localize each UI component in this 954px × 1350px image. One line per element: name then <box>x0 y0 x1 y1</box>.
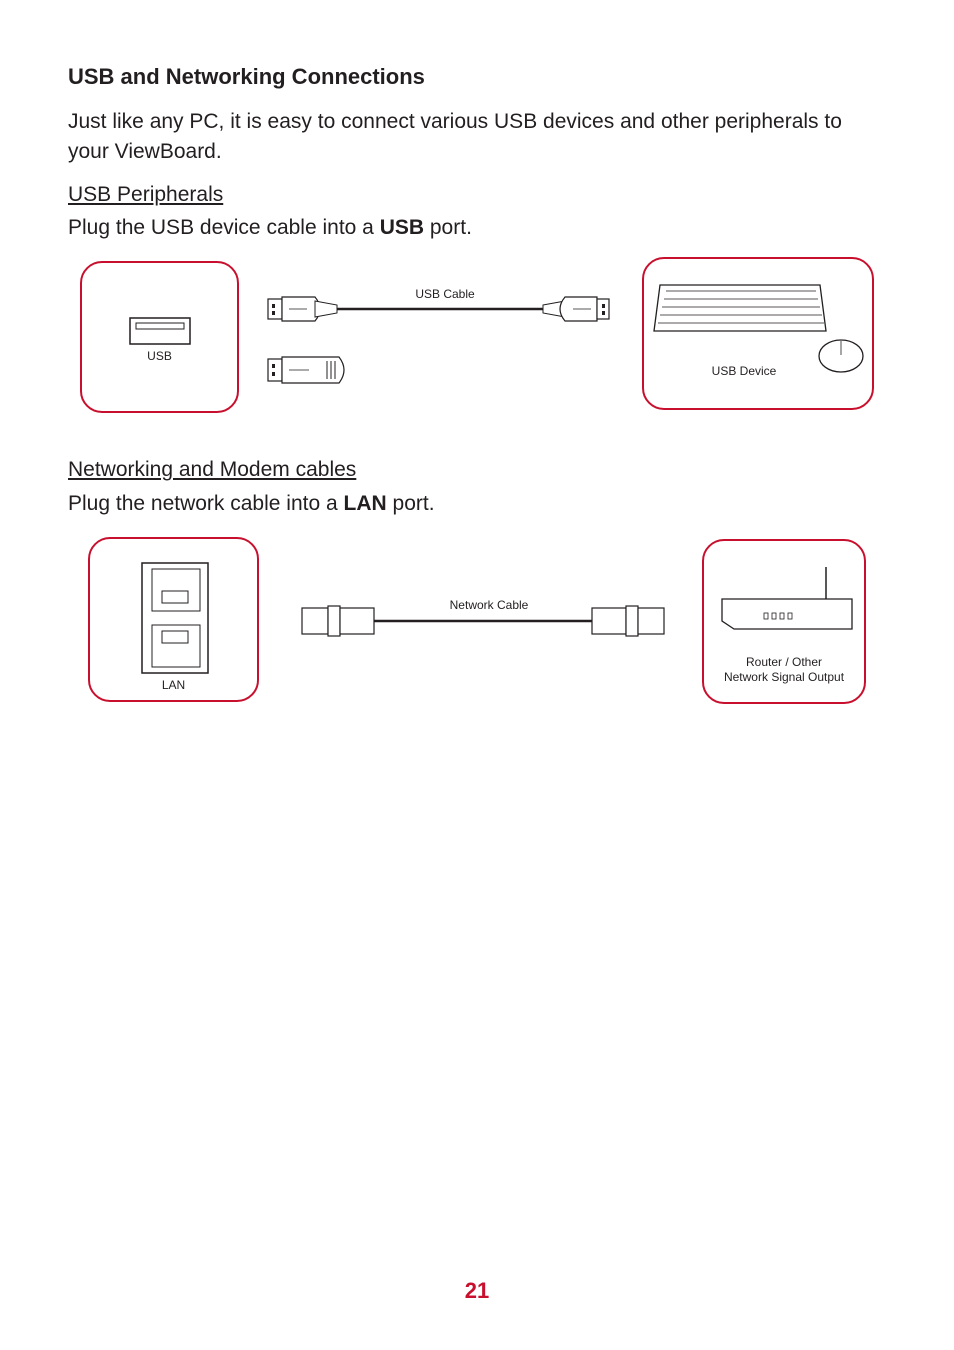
usb-port-label: USB <box>147 349 172 363</box>
router-label-line2: Network Signal Output <box>723 670 845 684</box>
page-number: 21 <box>464 1278 490 1303</box>
usb-port-icon <box>129 317 191 345</box>
page-title: USB and Networking Connections <box>68 64 425 89</box>
lan-instruction: Plug the network cable into a LAN port. <box>68 492 435 516</box>
router-icon <box>721 567 853 630</box>
lan-instruction-bold: LAN <box>343 492 387 515</box>
lan-instruction-text: Plug the network cable into a <box>68 492 344 515</box>
usb-device-label: USB Device <box>711 364 777 378</box>
router-label-line1: Router / Other <box>745 655 823 669</box>
intro-paragraph: Just like any PC, it is easy to connect … <box>68 110 842 163</box>
keyboard-mouse-icon <box>653 284 864 373</box>
usb-device-panel: USB Device <box>642 257 874 410</box>
lan-port-label: LAN <box>161 678 186 692</box>
usb-cable-icon <box>267 296 610 384</box>
usb-port-panel: USB <box>80 261 239 413</box>
usb-peripherals-heading: USB Peripherals <box>68 183 224 206</box>
router-panel: Router / Other Network Signal Output <box>702 539 866 704</box>
usb-instruction-bold: USB <box>379 216 425 239</box>
networking-heading: Networking and Modem cables <box>68 458 357 481</box>
lan-port-icon <box>141 562 209 674</box>
lan-instruction-suffix: port. <box>386 492 435 515</box>
network-cable-label: Network Cable <box>449 598 529 612</box>
usb-instruction-text: Plug the USB device cable into a <box>68 216 380 239</box>
usb-cable-label: USB Cable <box>415 287 475 301</box>
network-cable-icon <box>301 605 665 637</box>
usb-instruction-suffix: port. <box>424 216 472 239</box>
usb-instruction: Plug the USB device cable into a USB por… <box>68 216 472 240</box>
lan-port-panel: LAN <box>88 537 259 702</box>
